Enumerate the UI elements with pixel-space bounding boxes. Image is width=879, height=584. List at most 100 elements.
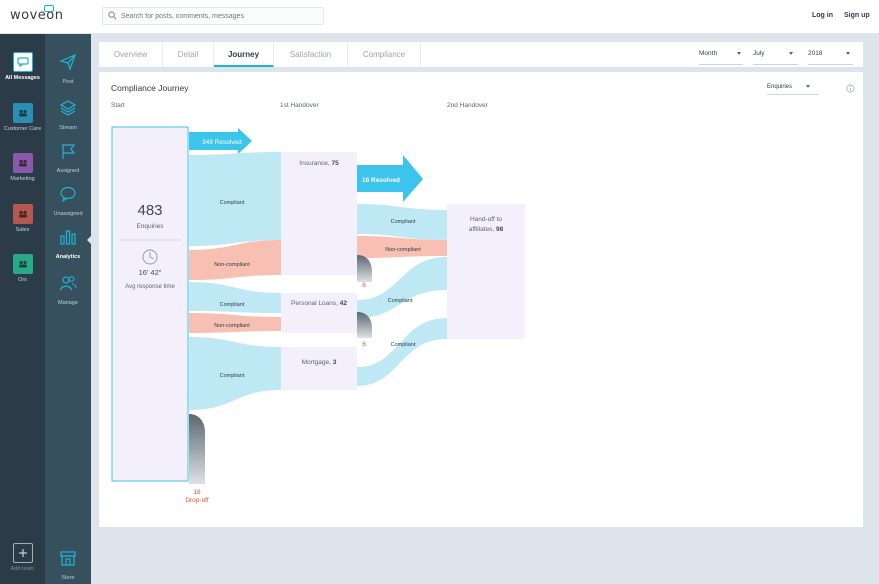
chevron-down-icon <box>737 51 742 55</box>
node-insurance[interactable] <box>281 152 357 275</box>
dropoff-loans[interactable] <box>357 312 372 338</box>
link-label: Non-compliant <box>214 323 250 329</box>
search-box[interactable] <box>102 7 324 25</box>
link-label: Compliant <box>388 298 413 304</box>
month-select[interactable]: July <box>753 50 793 57</box>
clock-icon <box>142 249 158 265</box>
avg-response-label: Avg response time <box>125 284 175 290</box>
column-label-start: Start <box>111 102 125 109</box>
team-all-messages[interactable]: All Messages <box>0 52 45 82</box>
node-label-affiliates-line2: affiliates, 98 <box>469 226 504 233</box>
flag-icon <box>62 144 76 159</box>
link-label: Compliant <box>391 342 416 348</box>
team-marketing[interactable]: Marketing <box>0 153 45 183</box>
node-label-affiliates-line1: Hand-off to <box>470 216 502 223</box>
link-label: Compliant <box>391 219 416 225</box>
link-label: Compliant <box>220 373 245 379</box>
store-icon <box>60 551 76 566</box>
search-input[interactable] <box>121 9 321 23</box>
group-icon <box>12 103 33 123</box>
node-label-loans: Personal Loans, 42 <box>291 300 347 307</box>
flow-start-insurance-noncompliant[interactable] <box>189 240 281 280</box>
start-value: 483 <box>137 202 162 219</box>
nav-unassigned[interactable]: Unassigned <box>45 185 91 217</box>
search-icon <box>108 11 117 20</box>
chevron-down-icon <box>846 51 851 55</box>
flow-insurance-affiliates-noncompliant[interactable] <box>357 236 447 258</box>
nav-store[interactable]: Store <box>45 549 91 581</box>
login-link[interactable]: Log in <box>812 12 833 19</box>
resolved-label-start: 349 Resolved <box>202 139 242 146</box>
flow-mortgage-affiliates-compliant[interactable] <box>357 318 447 386</box>
chevron-down-icon <box>788 51 793 55</box>
add-team-button[interactable]: Add team <box>0 543 45 573</box>
period-select[interactable]: Month <box>699 50 742 57</box>
panel-title: Compliance Journey <box>111 83 189 93</box>
team-customer-care[interactable]: Customer Care <box>0 103 45 133</box>
nav-stream[interactable]: Stream <box>45 99 91 131</box>
link-label: Compliant <box>220 200 245 206</box>
users-icon <box>59 276 77 291</box>
dropoff-label-loans: 6 <box>362 341 366 348</box>
year-select-underline <box>808 64 853 65</box>
resolved-label-insurance: 18 Resolved <box>362 177 400 184</box>
team-ors[interactable]: Ors <box>0 254 45 284</box>
metric-select-underline <box>767 94 819 95</box>
metric-select[interactable]: Enquiries <box>767 84 811 90</box>
info-icon[interactable] <box>846 84 855 93</box>
flow-start-insurance-compliant[interactable] <box>189 152 281 246</box>
nav-analytics[interactable]: Analytics <box>45 228 91 260</box>
flow-insurance-affiliates-compliant[interactable] <box>357 204 447 240</box>
resolved-arrow-start[interactable] <box>189 128 252 154</box>
resolved-arrow-insurance[interactable] <box>357 155 423 202</box>
node-personal-loans[interactable] <box>281 293 357 333</box>
tab-bar: Overview Detail Journey Satisfaction Com… <box>99 42 863 67</box>
group-icon <box>12 254 33 274</box>
team-sales[interactable]: Sales <box>0 204 45 234</box>
teams-sidebar <box>0 34 45 584</box>
logo-bubble-icon <box>44 5 54 12</box>
avg-response-time: 16' 42" <box>139 268 162 277</box>
flow-start-loans-compliant[interactable] <box>189 282 281 313</box>
send-icon <box>59 53 77 71</box>
bar-chart-icon <box>60 230 76 245</box>
group-icon <box>12 204 33 224</box>
link-label: Non-compliant <box>214 262 250 268</box>
node-mortgage[interactable] <box>281 347 357 390</box>
nav-assigned[interactable]: Assigned <box>45 142 91 174</box>
column-label-second-handover: 2nd Handover <box>447 102 488 109</box>
dropoff-insurance[interactable] <box>357 255 372 282</box>
nav-post[interactable]: Post <box>45 53 91 85</box>
node-label-insurance: Insurance, 75 <box>299 160 339 167</box>
chat-icon <box>12 52 33 72</box>
tab-journey[interactable]: Journey <box>214 42 274 67</box>
signup-link[interactable]: Sign up <box>844 12 870 19</box>
dropoff-label-start-value: 18 <box>193 489 201 496</box>
year-select[interactable]: 2018 <box>808 50 851 57</box>
dropoff-label-insurance: 8 <box>362 282 366 289</box>
nav-manage[interactable]: Manage <box>45 274 91 306</box>
plus-icon <box>12 543 33 563</box>
group-icon <box>12 153 33 173</box>
dropoff-start[interactable] <box>189 414 205 484</box>
chat-bubble-icon <box>60 186 76 203</box>
node-affiliates[interactable] <box>447 204 525 339</box>
tab-satisfaction[interactable]: Satisfaction <box>274 42 348 67</box>
tab-overview[interactable]: Overview <box>99 42 163 67</box>
flow-start-loans-noncompliant[interactable] <box>189 313 281 333</box>
column-label-first-handover: 1st Handover <box>280 102 319 109</box>
flow-loans-affiliates-compliant[interactable] <box>357 257 447 318</box>
node-label-mortgage: Mortgage, 3 <box>302 359 337 366</box>
flow-start-mortgage-compliant[interactable] <box>189 337 281 410</box>
link-label: Compliant <box>220 302 245 308</box>
active-nav-pointer <box>87 236 91 244</box>
period-select-underline <box>699 64 743 65</box>
link-label: Non-compliant <box>385 247 421 253</box>
tab-compliance[interactable]: Compliance <box>348 42 421 67</box>
start-label: Enquiries <box>136 223 164 230</box>
node-start[interactable] <box>111 126 189 482</box>
tab-detail[interactable]: Detail <box>163 42 214 67</box>
stack-icon <box>59 100 77 116</box>
chevron-down-icon <box>806 84 811 88</box>
